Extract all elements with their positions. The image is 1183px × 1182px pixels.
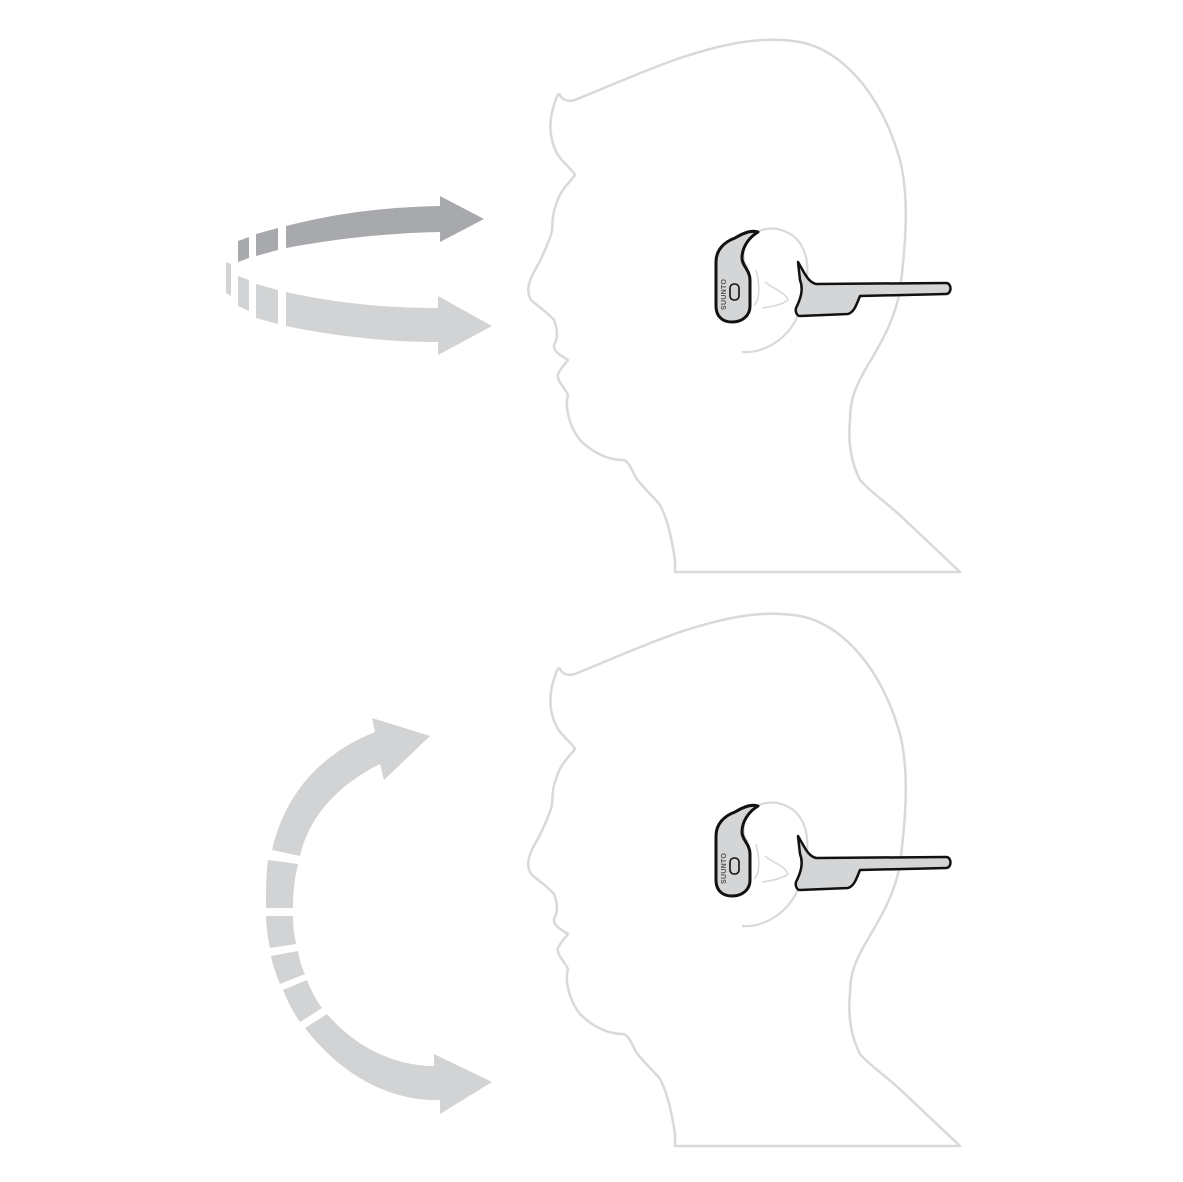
headphone-device: SUUNTO <box>714 229 952 324</box>
rotate-horizontal-arrows-icon <box>226 196 492 355</box>
headphone-brand-label: SUUNTO <box>721 279 728 310</box>
head-shake-illustration: SUUNTO <box>226 38 962 574</box>
panel-head-nod: SUUNTO <box>0 574 1183 1165</box>
ear-outline <box>741 801 809 928</box>
headphone-button-icon <box>729 857 740 875</box>
head-outline <box>526 612 962 1148</box>
headphone-button-icon <box>729 283 740 301</box>
nod-vertical-arrow-icon <box>266 718 492 1114</box>
ear-outline <box>741 227 809 354</box>
head-outline <box>526 38 962 574</box>
panel-head-shake: SUUNTO <box>226 38 962 574</box>
head-nod-illustration: SUUNTO <box>266 612 962 1148</box>
headphone-brand-label: SUUNTO <box>721 853 728 884</box>
headphone-device: SUUNTO <box>714 803 952 898</box>
